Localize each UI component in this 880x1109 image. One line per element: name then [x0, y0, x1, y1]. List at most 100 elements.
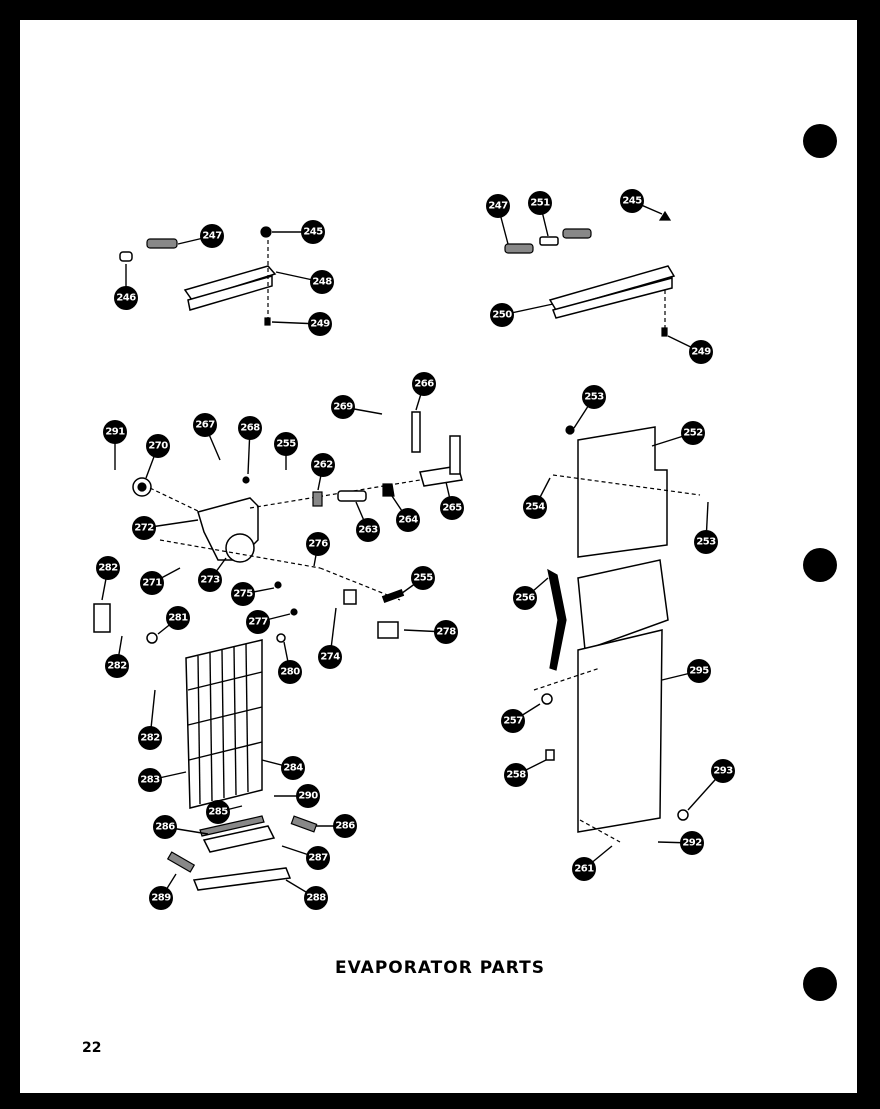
callout-number: 247 — [202, 231, 222, 242]
callout-circle — [140, 571, 164, 595]
callout-number: 293 — [713, 766, 733, 777]
callout-number: 289 — [151, 893, 171, 904]
callout-number: 261 — [574, 864, 594, 875]
callout-circle — [306, 846, 330, 870]
callout-circle — [681, 421, 705, 445]
callout-circle — [412, 372, 436, 396]
callout-number: 262 — [313, 460, 333, 471]
callout-290: 290 — [274, 784, 320, 808]
callout-number: 266 — [414, 379, 434, 390]
callout-number: 281 — [168, 613, 188, 624]
callout-circle — [149, 886, 173, 910]
callout-278: 278 — [403, 620, 458, 644]
callout-circle — [490, 303, 514, 327]
callout-circle — [138, 768, 162, 792]
callout-circle — [411, 566, 435, 590]
callout-number: 282 — [140, 733, 160, 744]
callout-276: 276 — [306, 532, 330, 567]
callout-circle — [396, 508, 420, 532]
callout-circle — [274, 432, 298, 456]
callout-number: 249 — [310, 319, 330, 330]
callout-262: 262 — [311, 453, 335, 491]
callout-252: 252 — [651, 421, 705, 447]
callout-284: 284 — [261, 756, 305, 780]
callout-number: 265 — [442, 503, 462, 514]
right-shelf-rail — [504, 210, 676, 337]
callout-circle — [146, 434, 170, 458]
callout-269: 269 — [331, 395, 383, 419]
callout-number: 255 — [276, 439, 296, 450]
callout-265: 265 — [440, 481, 464, 520]
callout-292: 292 — [657, 831, 704, 855]
callout-255: 255 — [274, 432, 298, 470]
callout-circle — [103, 420, 127, 444]
callout-circle — [308, 312, 332, 336]
callout-number: 275 — [233, 589, 253, 600]
callout-263: 263 — [355, 501, 380, 542]
callout-280: 280 — [278, 641, 302, 684]
callout-256: 256 — [513, 577, 549, 610]
callout-249: 249 — [667, 335, 713, 364]
callout-number: 276 — [308, 539, 328, 550]
callout-253: 253 — [694, 501, 718, 554]
callout-286: 286 — [316, 814, 357, 838]
callout-circle — [278, 660, 302, 684]
callout-number: 280 — [280, 667, 300, 678]
callout-number: 270 — [148, 441, 168, 452]
callout-circle — [193, 413, 217, 437]
page-number: 22 — [82, 1040, 102, 1056]
punch-hole-top — [803, 124, 837, 158]
callout-247: 247 — [177, 224, 224, 248]
callout-circle — [694, 530, 718, 554]
callout-246: 246 — [114, 264, 138, 310]
callout-circle — [711, 759, 735, 783]
callout-285: 285 — [206, 800, 243, 824]
callout-circle — [153, 815, 177, 839]
callout-number: 274 — [320, 652, 340, 663]
callout-247: 247 — [486, 194, 510, 245]
callout-number: 271 — [142, 578, 162, 589]
callout-circle — [304, 886, 328, 910]
callout-257: 257 — [501, 703, 541, 733]
callout-circle — [356, 518, 380, 542]
callout-number: 257 — [503, 716, 523, 727]
callout-245: 245 — [272, 220, 325, 244]
callout-287: 287 — [281, 845, 330, 870]
callout-circle — [238, 416, 262, 440]
callout-circle — [434, 620, 458, 644]
callout-277: 277 — [246, 610, 291, 634]
callout-number: 283 — [140, 775, 160, 786]
callout-circle — [486, 194, 510, 218]
callout-number: 252 — [683, 428, 703, 439]
callout-circle — [523, 495, 547, 519]
callout-number: 246 — [116, 293, 136, 304]
callout-295: 295 — [661, 659, 711, 683]
callout-circle — [504, 763, 528, 787]
callout-circle — [200, 224, 224, 248]
callout-circle — [528, 191, 552, 215]
callout-number: 251 — [530, 198, 550, 209]
callout-number: 254 — [525, 502, 545, 513]
scan-border-top — [0, 0, 880, 20]
callout-number: 253 — [696, 537, 716, 548]
callout-282: 282 — [96, 556, 120, 601]
callout-circle — [231, 582, 255, 606]
callout-283: 283 — [138, 768, 187, 792]
callout-245: 245 — [620, 189, 663, 215]
callout-number: 278 — [436, 627, 456, 638]
callout-number: 272 — [134, 523, 154, 534]
scan-border-bottom — [0, 1093, 880, 1109]
callout-number: 282 — [107, 661, 127, 672]
callout-number: 249 — [691, 347, 711, 358]
scan-border-left — [0, 0, 20, 1109]
callout-number: 263 — [358, 525, 378, 536]
callout-number: 253 — [584, 392, 604, 403]
callout-circle — [501, 709, 525, 733]
callout-273: 273 — [198, 557, 227, 592]
callout-number: 277 — [248, 617, 268, 628]
callout-264: 264 — [391, 495, 420, 532]
left-shelf-rail — [119, 226, 277, 326]
callout-261: 261 — [572, 845, 613, 881]
callout-267: 267 — [193, 413, 221, 461]
callout-271: 271 — [140, 567, 181, 595]
